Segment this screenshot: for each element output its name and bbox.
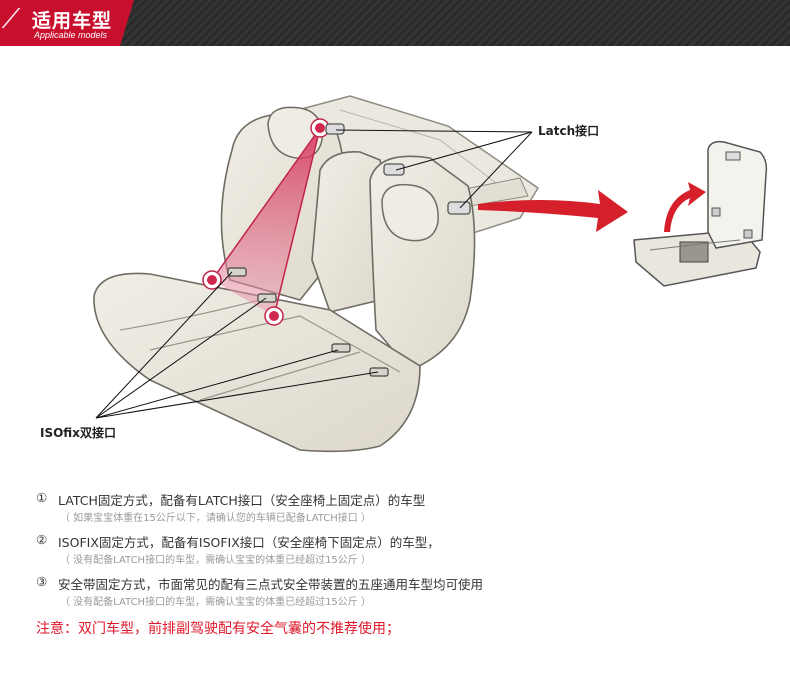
- arrow-curve-icon: [664, 182, 706, 232]
- notes-list: ① LATCH固定方式，配备有LATCH接口（安全座椅上固定点）的车型 （ 如果…: [36, 488, 776, 638]
- note-item-3: ③ 安全带固定方式，市面常见的配有三点式安全带装置的五座通用车型均可使用: [36, 572, 776, 592]
- isofix-callout-lines: [95, 271, 379, 419]
- note-subtext: （ 如果宝宝体重在15公斤以下，请确认您的车辆已配备LATCH接口 ）: [60, 513, 371, 524]
- note-subtext: （ 没有配备LATCH接口的车型，需确认宝宝的体重已经超过15公斤 ）: [60, 555, 371, 566]
- note-number: ③: [36, 574, 48, 589]
- header-title: 适用车型: [32, 10, 113, 32]
- latch-callout-lines: [335, 129, 533, 209]
- isofix-anchor-right: [264, 306, 284, 326]
- note-text: LATCH固定方式，配备有LATCH接口（安全座椅上固定点）的车型: [58, 493, 426, 508]
- car-seat-illustration: [93, 95, 768, 453]
- arrow-right-icon: [478, 190, 628, 232]
- note-text: 安全带固定方式，市面常见的配有三点式安全带装置的五座通用车型均可使用: [58, 577, 484, 592]
- note-subtext: （ 没有配备LATCH接口的车型，需确认宝宝的体重已经超过15公斤 ）: [60, 597, 371, 608]
- seat-cushion: [93, 272, 421, 453]
- isofix-label: ISOfix双接口: [40, 426, 116, 440]
- note-text: ISOFIX固定方式，配备有ISOFIX接口（安全座椅下固定点）的车型，: [58, 535, 440, 550]
- note-item-1: ① LATCH固定方式，配备有LATCH接口（安全座椅上固定点）的车型: [36, 488, 776, 508]
- note-item-2: ② ISOFIX固定方式，配备有ISOFIX接口（安全座椅下固定点）的车型，: [36, 530, 776, 550]
- header-title-block: [0, 0, 134, 46]
- right-headrest: [381, 183, 439, 242]
- warning-text: 注意：双门车型，前排副驾驶配有安全气囊的不推荐使用；: [36, 621, 400, 637]
- isofix-anchor-left: [202, 270, 222, 290]
- header-subtitle: Applicable models: [34, 30, 108, 40]
- anchor-detail-inset: [633, 140, 768, 287]
- latch-label: Latch接口: [538, 124, 600, 138]
- note-number: ②: [36, 532, 48, 547]
- section-header: 适用车型 Applicable models: [0, 0, 790, 46]
- note-number: ①: [36, 490, 48, 505]
